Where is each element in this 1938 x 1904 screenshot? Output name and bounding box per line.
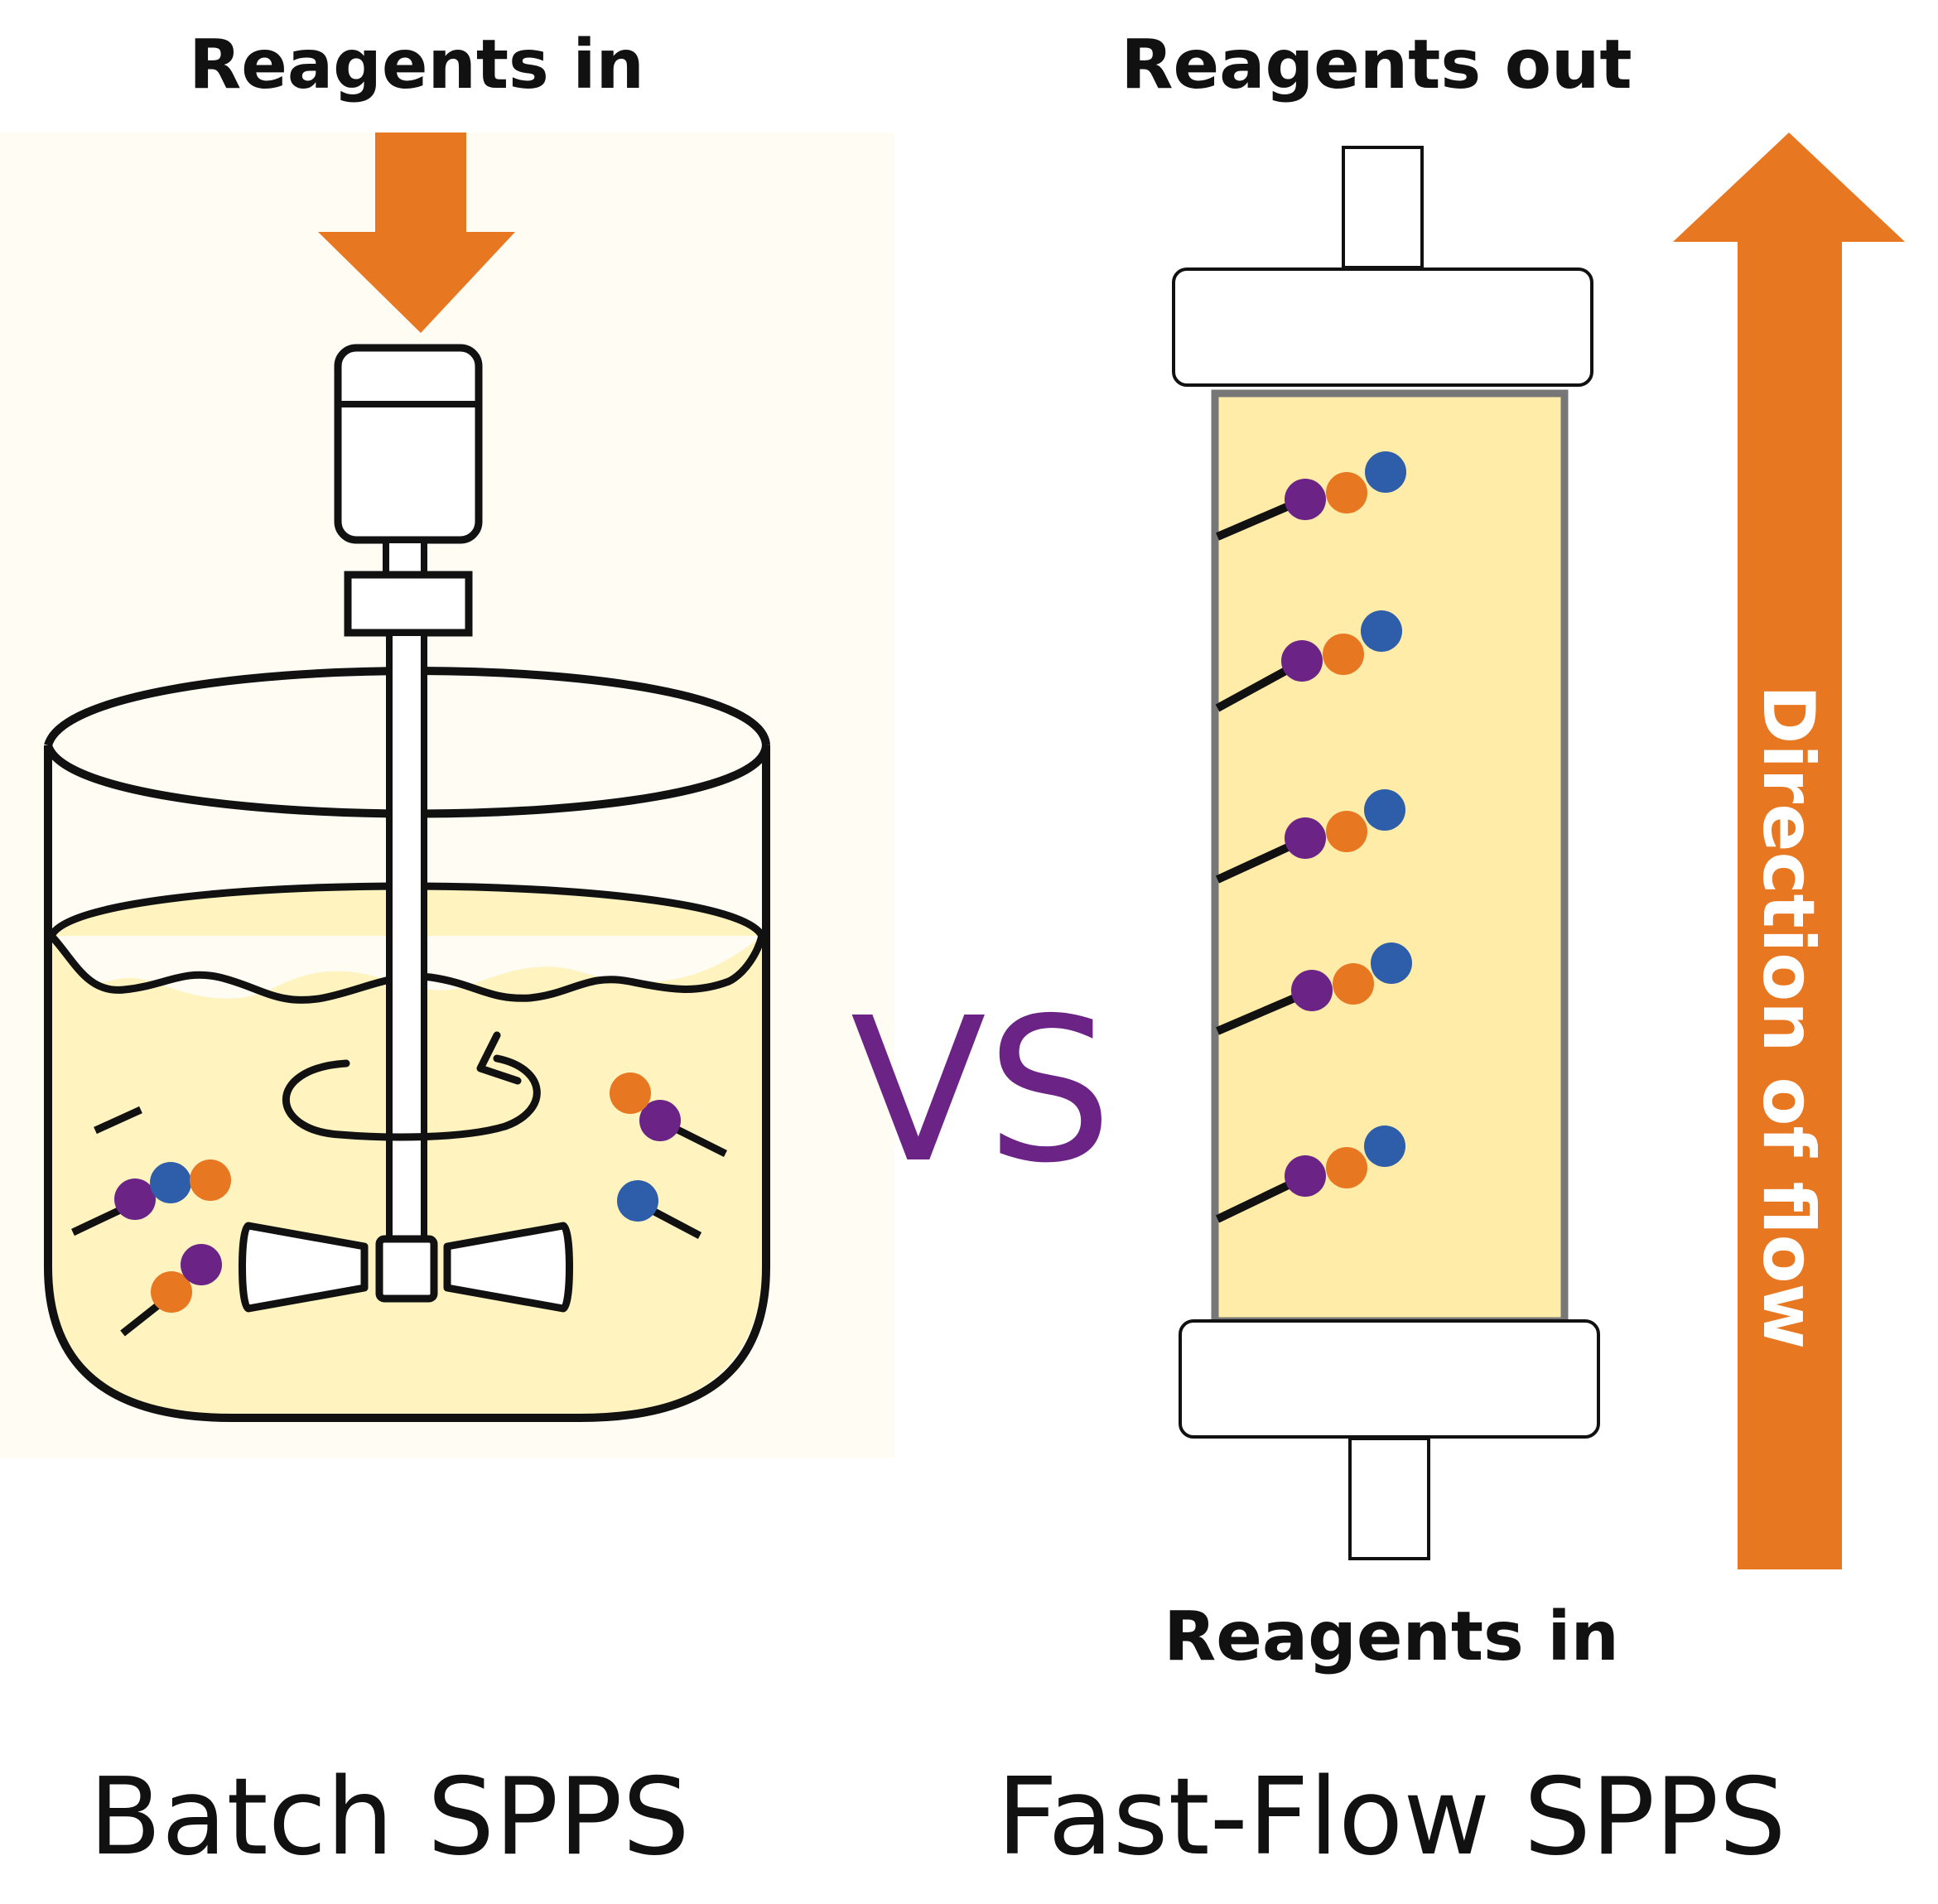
rotation-arrow-icon (282, 1031, 541, 1141)
stirrer-shaft (386, 629, 427, 1265)
impeller-blade-right (443, 1222, 573, 1313)
bead-chain-icon (1215, 1126, 1405, 1223)
up-arrow-icon (1673, 133, 1905, 1569)
column-peptide-chains (1215, 451, 1412, 1223)
resin-linker (94, 1106, 142, 1135)
vs-label: VS (851, 975, 1113, 1207)
motor-coupling (383, 537, 427, 578)
impeller-blade-left (239, 1222, 369, 1313)
column-inlet-tube (1348, 1437, 1430, 1560)
column-outlet-tube (1342, 146, 1424, 269)
batch-peptide-chains (71, 1073, 728, 1337)
bead-chain-icon (1216, 451, 1406, 541)
batch-title: Batch SPPS (89, 1756, 690, 1879)
flow-title: Fast-Flow SPPS (996, 1756, 1786, 1879)
bead-chain-icon (610, 1073, 728, 1158)
bead-chain-icon (1216, 942, 1412, 1035)
impeller-hub (375, 1235, 438, 1303)
stirrer-motor (334, 344, 483, 544)
column-top-cap (1172, 268, 1593, 387)
flow-reagents-out-label: Reagents out (1121, 26, 1632, 104)
bead-chain-icon (1215, 610, 1402, 712)
bead-chain-icon (120, 1244, 222, 1337)
bead-chain-icon (1215, 789, 1405, 884)
direction-of-flow-label: Direction of flow (1747, 685, 1830, 1349)
batch-reagents-in-label: Reagents in (189, 26, 644, 104)
shaft-collar (344, 571, 473, 637)
down-arrow-icon (318, 133, 515, 333)
bead-chain-icon (617, 1180, 702, 1239)
column-bottom-cap (1179, 1319, 1600, 1439)
bead-chain-icon (71, 1159, 231, 1236)
flow-reagents-in-label: Reagents in (1164, 1598, 1619, 1676)
vessel-body (44, 745, 770, 1422)
